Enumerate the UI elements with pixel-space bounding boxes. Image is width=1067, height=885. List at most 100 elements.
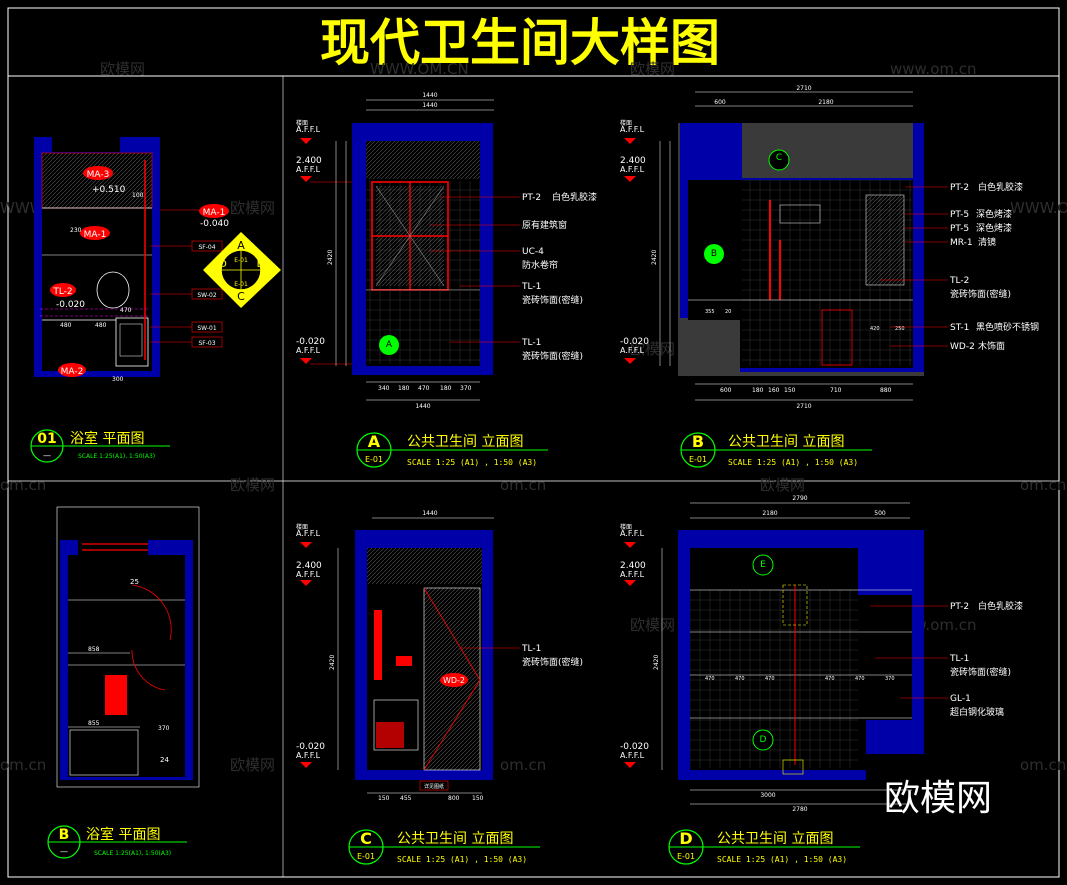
svg-text:公共卫生间 立面图: 公共卫生间 立面图 <box>717 831 833 847</box>
svg-text:浴室 平面图: 浴室 平面图 <box>70 430 144 447</box>
elevA-callout-3-text: 防水卷帘 <box>522 259 558 271</box>
elevC-view-title: C E-01 公共卫生间 立面图 SCALE 1:25 (A1) , 1:50 … <box>348 829 540 865</box>
svg-text:3000: 3000 <box>760 792 775 799</box>
elevB-callout-3-text: 深色烤漆 <box>976 222 1012 234</box>
svg-text:-0.020: -0.020 <box>620 337 649 347</box>
plan01-level-3: -0.020 <box>56 300 85 310</box>
watermark-url-6: om.cn <box>500 476 546 494</box>
elevB-callout-4-code: MR-1 <box>950 238 973 248</box>
svg-text:470: 470 <box>735 676 745 682</box>
elevB-callout-6-text: 黑色喷砂不锈钢 <box>976 321 1039 333</box>
elevB-callout-5-code: TL-2 <box>949 276 969 286</box>
svg-text:A.F.F.L: A.F.F.L <box>620 570 645 579</box>
svg-text:D: D <box>679 829 692 848</box>
svg-text:180: 180 <box>752 387 764 394</box>
svg-text:2420: 2420 <box>651 250 658 265</box>
svg-text:A.F.F.L: A.F.F.L <box>296 125 321 134</box>
svg-text:470: 470 <box>765 676 775 682</box>
elevC-callout-1-text: 瓷砖饰面(密缝) <box>522 656 583 668</box>
svg-text:B: B <box>711 249 717 259</box>
svg-text:600: 600 <box>720 387 732 394</box>
svg-text:A.F.F.L: A.F.F.L <box>296 346 321 355</box>
plan01-box-2: SW-02 <box>197 292 216 299</box>
svg-text:WD-2: WD-2 <box>443 676 465 685</box>
svg-text:A.F.F.L: A.F.F.L <box>296 751 321 760</box>
plan01-tag-ma2: MA-2 <box>58 363 86 377</box>
svg-text:1440: 1440 <box>422 102 437 109</box>
sheet-border <box>7 7 1060 878</box>
watermark-8: 欧模网 <box>760 476 805 494</box>
svg-text:详见图纸: 详见图纸 <box>424 783 444 790</box>
plan-b: 25 858 855 370 24 B — 浴室 平面图 SCALE 1:25(… <box>47 506 200 859</box>
svg-text:2180: 2180 <box>818 99 833 106</box>
elevD-callout-3-text: 超白钢化玻璃 <box>950 706 1004 718</box>
svg-text:-0.020: -0.020 <box>620 742 649 752</box>
svg-text:858: 858 <box>88 646 100 653</box>
svg-text:B: B <box>59 827 70 843</box>
svg-text:2780: 2780 <box>792 806 807 813</box>
elevation-d: 2790 2180 500 E D 470 470 470 470 470 37… <box>620 495 1023 865</box>
svg-text:600: 600 <box>714 99 726 106</box>
svg-text:100: 100 <box>132 192 144 199</box>
elevA-callout-5-code: TL-1 <box>521 338 541 348</box>
elevA-callout-1-text: 白色乳胶漆 <box>552 191 597 203</box>
svg-text:2.400: 2.400 <box>296 156 322 166</box>
svg-text:—: — <box>60 847 68 856</box>
svg-text:800: 800 <box>448 795 460 802</box>
elevB-callout-5-text: 瓷砖饰面(密缝) <box>950 288 1011 300</box>
plan01-view-title: 01 — 浴室 平面图 SCALE 1:25(A1), 1:50(A3) <box>30 429 170 463</box>
watermark-url-5: om.cn <box>0 476 46 494</box>
elevB-callout-3-code: PT-5 <box>950 224 969 234</box>
svg-text:MA-1: MA-1 <box>84 230 107 240</box>
svg-text:A.F.F.L: A.F.F.L <box>620 751 645 760</box>
svg-text:2710: 2710 <box>796 403 811 410</box>
elevA-callout-4-text: 瓷砖饰面(密缝) <box>522 294 583 306</box>
svg-text:470: 470 <box>855 676 865 682</box>
svg-text:355: 355 <box>705 309 715 315</box>
svg-text:470: 470 <box>120 307 132 314</box>
svg-text:2420: 2420 <box>327 250 334 265</box>
svg-text:公共卫生间 立面图: 公共卫生间 立面图 <box>407 434 523 450</box>
svg-text:250: 250 <box>895 326 905 332</box>
svg-text:A: A <box>386 340 393 350</box>
elevA-callout-3-code: UC-4 <box>522 247 544 257</box>
elevD-callout-2-code: TL-1 <box>949 654 969 664</box>
elevD-callout-1-code: PT-2 <box>950 602 969 612</box>
watermark-url-11: om.cn <box>1020 756 1066 774</box>
plan01-box-4: SF-03 <box>198 340 215 347</box>
svg-text:300: 300 <box>112 376 124 383</box>
svg-text:2.400: 2.400 <box>620 156 646 166</box>
svg-text:25: 25 <box>130 578 139 586</box>
elevB-callout-4-text: 清镜 <box>978 236 996 248</box>
svg-text:E-01: E-01 <box>677 852 695 861</box>
svg-text:470: 470 <box>825 676 835 682</box>
svg-text:TL-2: TL-2 <box>52 287 72 297</box>
svg-text:340: 340 <box>378 385 390 392</box>
svg-text:SCALE 1:25(A1), 1:50(A3): SCALE 1:25(A1), 1:50(A3) <box>94 850 171 857</box>
svg-text:-0.020: -0.020 <box>296 337 325 347</box>
svg-text:C: C <box>776 153 782 163</box>
plan01-tag-tl2: TL-2 <box>50 283 76 297</box>
elevation-a: 1440 1440 楼面 A.F.F.L 2.400 A.F.F.L -0.02… <box>296 92 597 468</box>
sheet-title: 现代卫生间大样图 <box>320 14 720 72</box>
elevA-callout-5-text: 瓷砖饰面(密缝) <box>522 350 583 362</box>
elevA-callout-2-text: 原有建筑窗 <box>522 219 567 231</box>
svg-text:2420: 2420 <box>329 655 336 670</box>
svg-text:A.F.F.L: A.F.F.L <box>620 165 645 174</box>
watermark-10: 欧模网 <box>630 616 675 634</box>
svg-text:浴室 平面图: 浴室 平面图 <box>86 826 160 843</box>
svg-text:A.F.F.L: A.F.F.L <box>620 346 645 355</box>
watermark-url-1: WWW.OM.CN <box>370 60 469 78</box>
svg-text:20: 20 <box>725 309 731 315</box>
elevD-callout-1-text: 白色乳胶漆 <box>978 600 1023 612</box>
svg-text:A.F.F.L: A.F.F.L <box>296 529 321 538</box>
svg-text:230: 230 <box>70 227 82 234</box>
svg-text:D: D <box>219 259 227 270</box>
svg-text:B: B <box>692 432 704 451</box>
svg-text:公共卫生间 立面图: 公共卫生间 立面图 <box>397 831 513 847</box>
svg-text:SCALE 1:25 (A1) , 1:50 (A3): SCALE 1:25 (A1) , 1:50 (A3) <box>397 855 527 864</box>
svg-text:710: 710 <box>830 387 842 394</box>
svg-text:E-01: E-01 <box>234 281 248 288</box>
elevB-callout-1-code: PT-2 <box>950 183 969 193</box>
svg-text:E-01: E-01 <box>234 257 248 264</box>
